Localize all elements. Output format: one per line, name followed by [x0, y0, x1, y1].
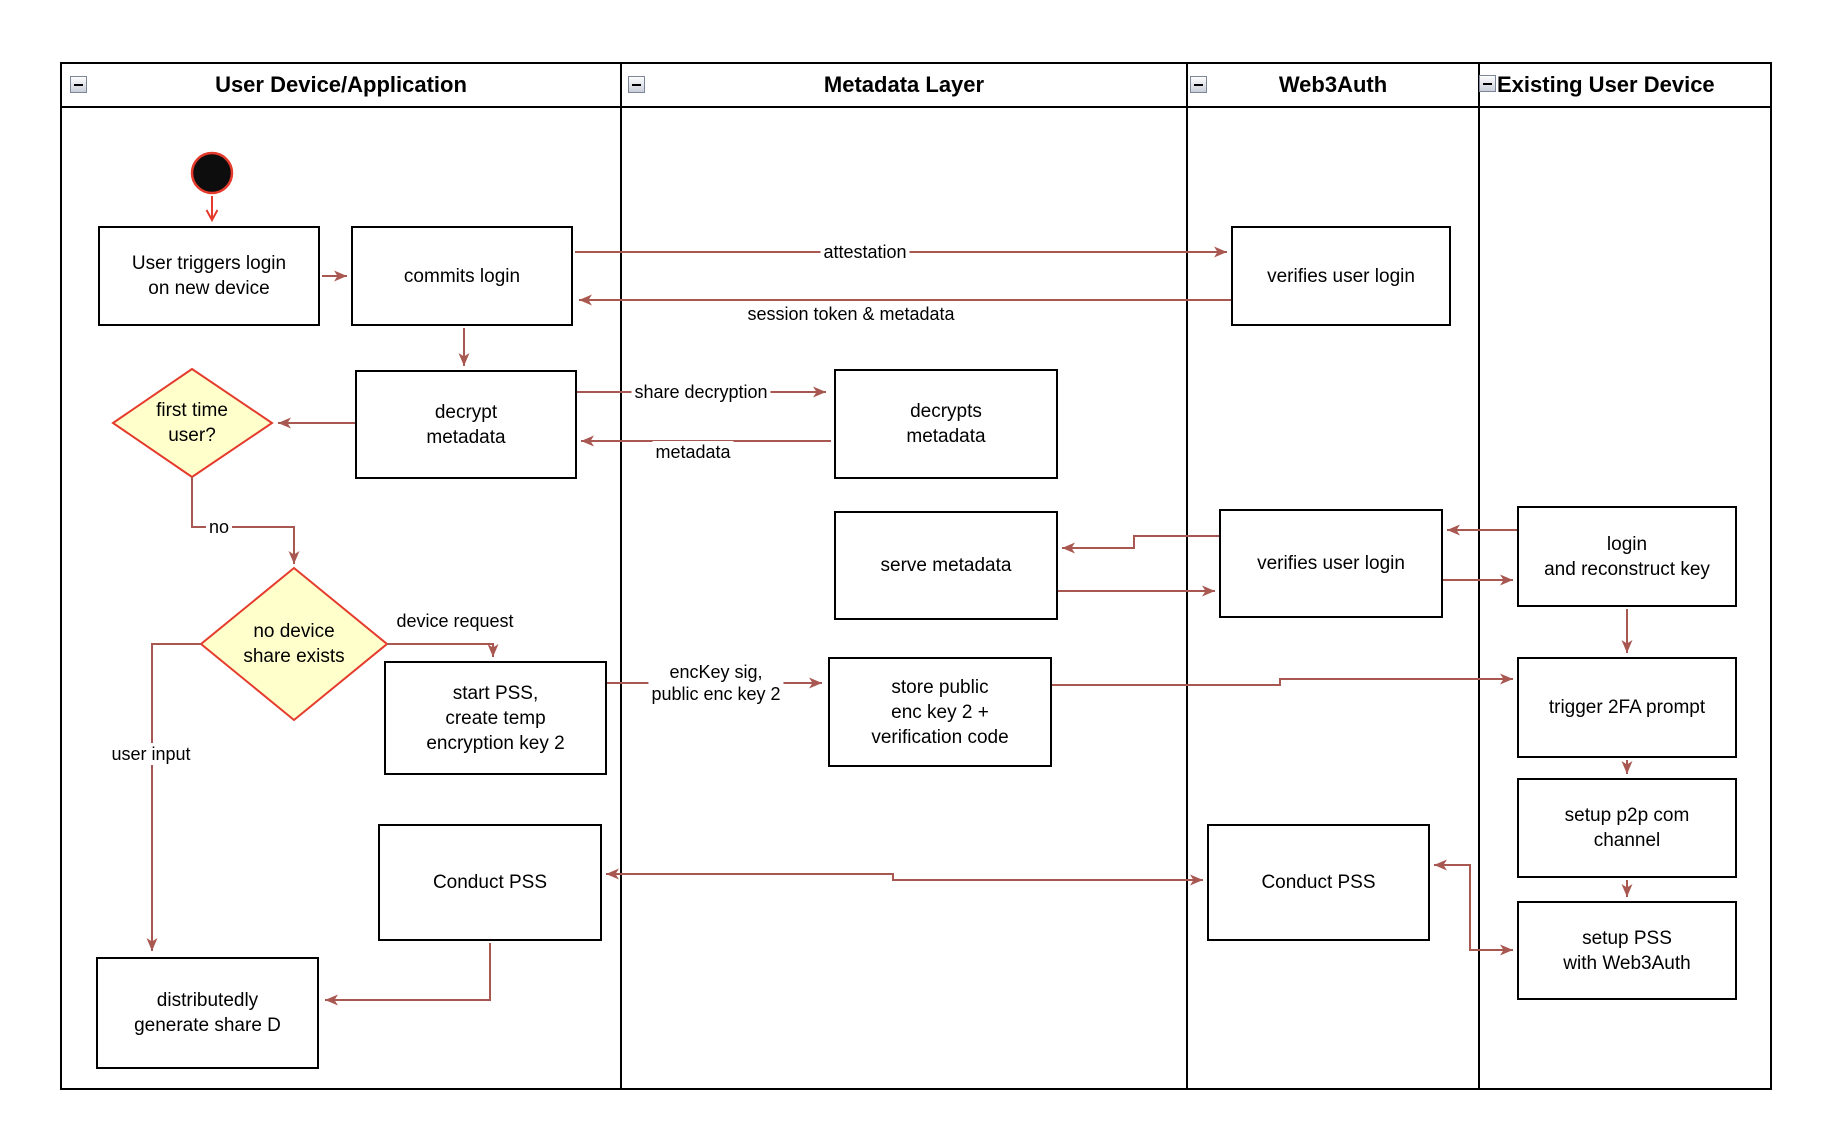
collapse-lane-icon[interactable]	[1479, 75, 1496, 92]
edge-label-user-input: user input	[108, 743, 194, 765]
lane-header-divider	[60, 106, 1772, 108]
edge-setuppss-conductpss	[1434, 859, 1513, 956]
lane-title-existing-device: Existing User Device	[1497, 72, 1715, 97]
node-user-triggers-login: User triggers login on new device	[98, 226, 320, 326]
edge-conduct-to-conduct	[606, 868, 1203, 886]
swimlane-frame	[60, 62, 1772, 1090]
edge-store-to-2fa	[1052, 673, 1513, 686]
lane-divider-1	[620, 62, 622, 1090]
edge-label-device-request: device request	[393, 610, 517, 632]
edge-no-branch	[191, 477, 300, 564]
lane-divider-2	[1186, 62, 1188, 1090]
edge-device-request	[387, 643, 499, 657]
node-generate-share-d: distributedly generate share D	[96, 957, 319, 1069]
edge-label-metadata: metadata	[652, 441, 734, 463]
decision-first-time-user	[111, 367, 274, 479]
lane-divider-3	[1478, 62, 1480, 1090]
node-conduct-pss-left: Conduct PSS	[378, 824, 602, 941]
edge-user-input	[146, 643, 201, 951]
collapse-lane-icon[interactable]	[628, 76, 645, 93]
start-node	[190, 151, 234, 195]
node-store-public-enc-key: store public enc key 2 + verification co…	[828, 657, 1052, 767]
node-serve-metadata: serve metadata	[834, 511, 1058, 620]
collapse-lane-icon[interactable]	[70, 76, 87, 93]
edge-label-share-decryption: share decryption	[631, 381, 771, 403]
node-commits-login: commits login	[351, 226, 573, 326]
edge-label-session-token: session token & metadata	[744, 303, 958, 325]
edge-conduct-to-generate	[325, 943, 491, 1006]
node-login-reconstruct-key: login and reconstruct key	[1517, 506, 1737, 607]
node-start-pss: start PSS, create temp encryption key 2	[384, 661, 607, 775]
edge-label-no: no	[205, 516, 233, 538]
node-setup-pss-web3auth: setup PSS with Web3Auth	[1517, 901, 1737, 1000]
edge-label-enckey-sig: encKey sig, public enc key 2	[648, 661, 784, 705]
lane-title-metadata-layer: Metadata Layer	[823, 72, 985, 97]
decision-label-no-device-share: no device share exists	[243, 621, 345, 667]
node-decrypts-metadata: decrypts metadata	[834, 369, 1058, 479]
node-setup-p2p-channel: setup p2p com channel	[1517, 778, 1737, 878]
edge-verifies2-to-serve	[1062, 535, 1219, 554]
edge-label-attestation: attestation	[820, 241, 910, 263]
lane-title-user-device: User Device/Application	[215, 72, 467, 97]
node-trigger-2fa-prompt: trigger 2FA prompt	[1517, 657, 1737, 758]
node-decrypt-metadata: decrypt metadata	[355, 370, 577, 479]
node-verifies-user-login-2: verifies user login	[1219, 509, 1443, 618]
decision-label-first-time-user: first time user?	[156, 400, 228, 446]
node-conduct-pss-right: Conduct PSS	[1207, 824, 1430, 941]
lane-title-web3auth: Web3Auth	[1278, 72, 1388, 97]
node-verifies-user-login-1: verifies user login	[1231, 226, 1451, 326]
collapse-lane-icon[interactable]	[1190, 76, 1207, 93]
